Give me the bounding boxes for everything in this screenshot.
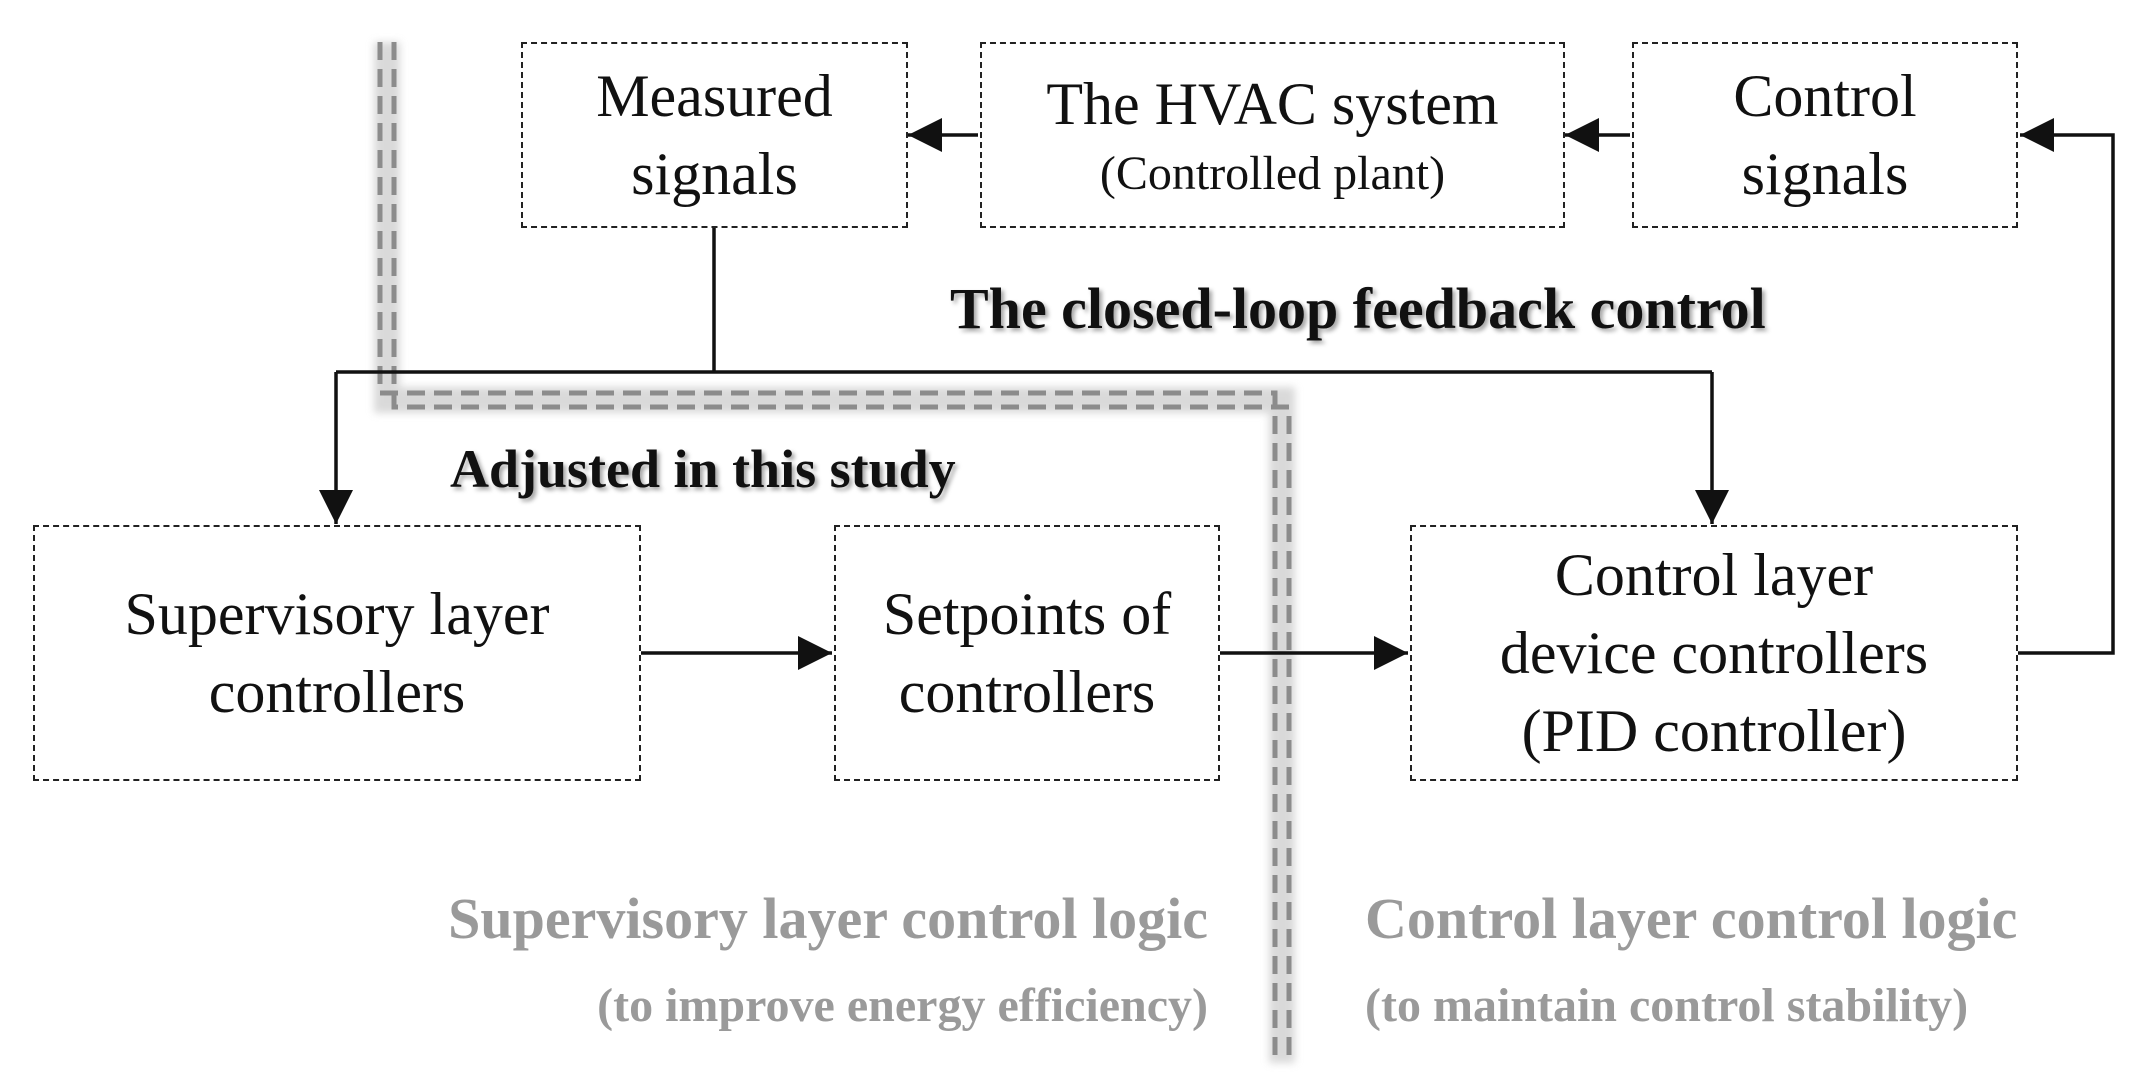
measured-signals-box: Measured signals [521,42,908,228]
arrow-control-layer-to-control-signals [2018,118,2115,655]
control-signals-line2: signals [1741,141,1909,207]
measured-signals-line2: signals [631,141,798,207]
adjusted-study-label: Adjusted in this study [450,439,956,499]
supervisory-controllers-line1: Supervisory layer [124,581,550,647]
control-layer-box: Control layer device controllers (PID co… [1410,525,2018,781]
control-signals-line1: Control [1733,63,1917,129]
hvac-system-title: The HVAC system [1046,70,1499,137]
hvac-system-subtitle: (Controlled plant) [1099,146,1446,200]
supervisory-logic-label: Supervisory layer control logic [448,886,1208,951]
control-signals-box: Control signals [1632,42,2018,228]
supervisory-controllers-box: Supervisory layer controllers [33,525,641,781]
measured-signals-line1: Measured [596,63,833,129]
setpoints-line2: controllers [898,659,1156,725]
feedback-control-label: The closed-loop feedback control [950,276,1766,341]
control-purpose-label: (to maintain control stability) [1365,979,1969,1032]
hvac-system-box: The HVAC system (Controlled plant) [980,42,1565,228]
setpoints-line1: Setpoints of [882,581,1172,647]
supervisory-purpose-label: (to improve energy efficiency) [597,979,1208,1032]
study-boundary-divider [374,42,1295,1063]
supervisory-controllers-line2: controllers [208,659,466,725]
control-layer-line2: device controllers [1499,620,1929,686]
control-layer-line3: (PID controller) [1521,698,1907,764]
control-logic-label: Control layer control logic [1365,886,2018,951]
setpoints-box: Setpoints of controllers [834,525,1220,781]
control-layer-line1: Control layer [1554,542,1874,608]
